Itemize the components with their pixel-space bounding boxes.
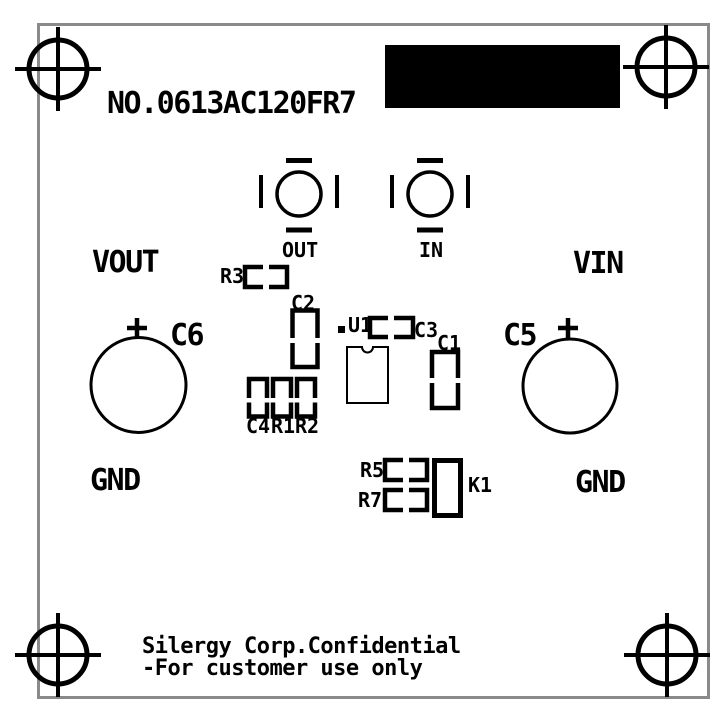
c2-footprint	[290, 308, 320, 370]
gnd-right-label: GND	[575, 465, 626, 500]
c6-polarity-plus-icon	[127, 318, 147, 338]
c1-footprint	[429, 349, 461, 411]
footer-confidential-line1: Silergy Corp.Confidential	[142, 634, 461, 659]
r3-label: R3	[220, 264, 245, 288]
board-number-label: NO.0613AC120FR7	[107, 86, 357, 121]
in-testpoint-label: IN	[419, 238, 444, 262]
out-testpoint-label: OUT	[282, 238, 319, 262]
r7-label: R7	[358, 488, 383, 512]
u1-pin1-dot	[338, 326, 345, 333]
k1-label: K1	[468, 473, 493, 497]
testpoint-in-icon	[390, 158, 470, 233]
fiducial-crosshair-bottom-right-icon	[624, 613, 710, 697]
fiducial-crosshair-top-left-icon	[15, 27, 101, 111]
cap-c5-outline	[521, 337, 619, 435]
vin-label: VIN	[573, 246, 624, 281]
c4-footprint	[246, 376, 270, 419]
vout-label: VOUT	[92, 245, 160, 280]
fiducial-crosshair-top-right-icon	[623, 25, 709, 109]
c2-label: C2	[291, 291, 316, 315]
r2-label: R2	[295, 414, 320, 438]
r2-footprint	[294, 376, 318, 419]
r7-footprint	[382, 487, 430, 513]
c5-label: C5	[503, 318, 538, 353]
fiducial-crosshair-bottom-left-icon	[15, 613, 101, 697]
k1-body-outline	[432, 458, 463, 518]
gnd-left-label: GND	[90, 463, 141, 498]
board-outline	[37, 23, 710, 699]
c3-label: C3	[414, 318, 439, 342]
c5-polarity-plus-icon	[558, 318, 578, 338]
r1-label: R1	[271, 414, 296, 438]
c1-label: C1	[437, 331, 462, 355]
u1-body-outline	[346, 346, 389, 404]
u1-label: U1	[348, 313, 373, 337]
c3-footprint	[367, 315, 416, 340]
r5-footprint	[382, 457, 430, 483]
c4-label: C4	[246, 414, 271, 438]
r3-footprint	[242, 264, 290, 290]
c6-label: C6	[170, 318, 205, 353]
r5-label: R5	[360, 458, 385, 482]
r1-footprint	[270, 376, 294, 419]
footer-confidential-line2: -For customer use only	[142, 656, 423, 681]
testpoint-out-icon	[259, 158, 339, 233]
label-block	[385, 45, 620, 108]
